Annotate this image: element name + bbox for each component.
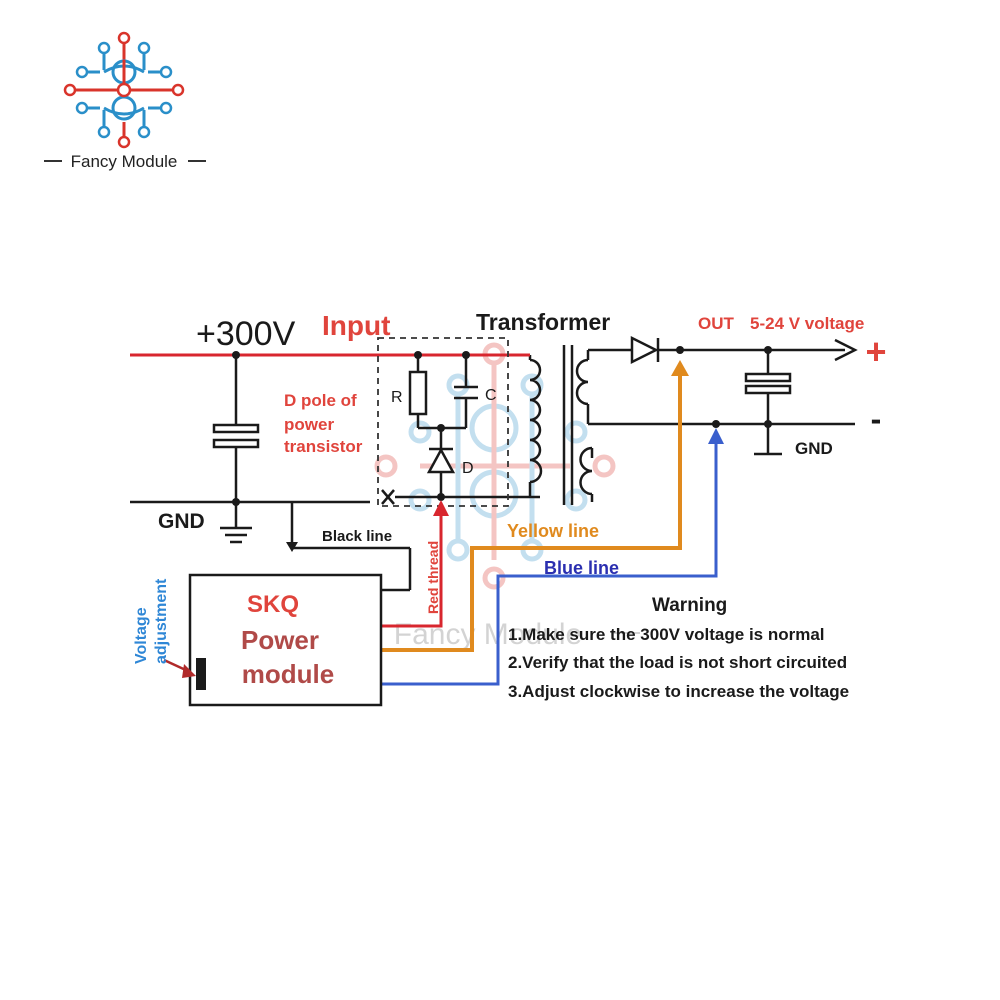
resistor-r — [408, 370, 428, 416]
blue-line-label: Blue line — [544, 558, 619, 578]
yellow-line-wire — [381, 360, 689, 652]
d-pole-label-line2: power — [284, 415, 334, 434]
input-voltage-label: +300V — [196, 315, 296, 353]
out-voltage-label: 5-24 V voltage — [750, 314, 864, 333]
warning-item-3: 3.Adjust clockwise to increase the volta… — [508, 682, 849, 701]
out-label: OUT — [698, 314, 735, 333]
warning-item-2: 2.Verify that the load is not short circ… — [508, 653, 847, 672]
module-label-line1: SKQ — [247, 591, 299, 618]
warning-item-1: 1.Make sure the 300V voltage is normal — [508, 625, 825, 644]
output-plus-arrow — [834, 338, 858, 362]
capacitor-label: C — [485, 387, 497, 404]
voltage-adjust-label-line1: Voltage — [133, 607, 150, 664]
output-diode — [630, 335, 660, 365]
d-pole-x-mark — [381, 489, 395, 505]
warning-title: Warning — [652, 595, 727, 616]
voltage-adjust-arrow — [163, 658, 196, 678]
transformer — [529, 345, 593, 505]
capacitor-c — [454, 385, 478, 400]
transformer-label: Transformer — [476, 309, 610, 335]
watermark-text: Fancy Module — [394, 618, 582, 651]
gnd-left-label: GND — [158, 510, 205, 533]
module-label-line2: Power — [241, 625, 319, 655]
diode-d — [426, 447, 456, 474]
voltage-adjust-potentiometer — [196, 658, 206, 690]
ground-symbol-left — [220, 520, 252, 544]
brand-name: Fancy Module — [71, 152, 178, 171]
d-pole-label-line1: D pole of — [284, 391, 357, 410]
red-thread-label: Red thread — [425, 541, 441, 614]
yellow-line-label: Yellow line — [507, 521, 599, 541]
gnd-right-label: GND — [795, 439, 833, 458]
red-thread-wire — [381, 500, 449, 628]
junction-dots — [232, 346, 772, 506]
black-line-label: Black line — [322, 528, 392, 545]
output-capacitor — [744, 372, 792, 395]
module-label-line3: module — [242, 659, 334, 689]
input-label: Input — [322, 310, 390, 341]
voltage-adjust-label-line2: adjustment — [153, 578, 170, 664]
output-plus-label: + — [865, 331, 886, 372]
resistor-label: R — [391, 389, 403, 406]
diode-label: D — [462, 460, 474, 477]
blue-line-wire — [381, 428, 724, 686]
output-minus-label: - — [871, 401, 882, 437]
watermark: Fancy Module — [336, 342, 640, 651]
d-pole-label-line3: transistor — [284, 437, 363, 456]
fancy-module-logo: Fancy Module — [44, 31, 206, 171]
skq-power-module-box — [188, 573, 383, 707]
input-capacitor — [212, 423, 260, 449]
black-line-arrow — [286, 542, 298, 552]
